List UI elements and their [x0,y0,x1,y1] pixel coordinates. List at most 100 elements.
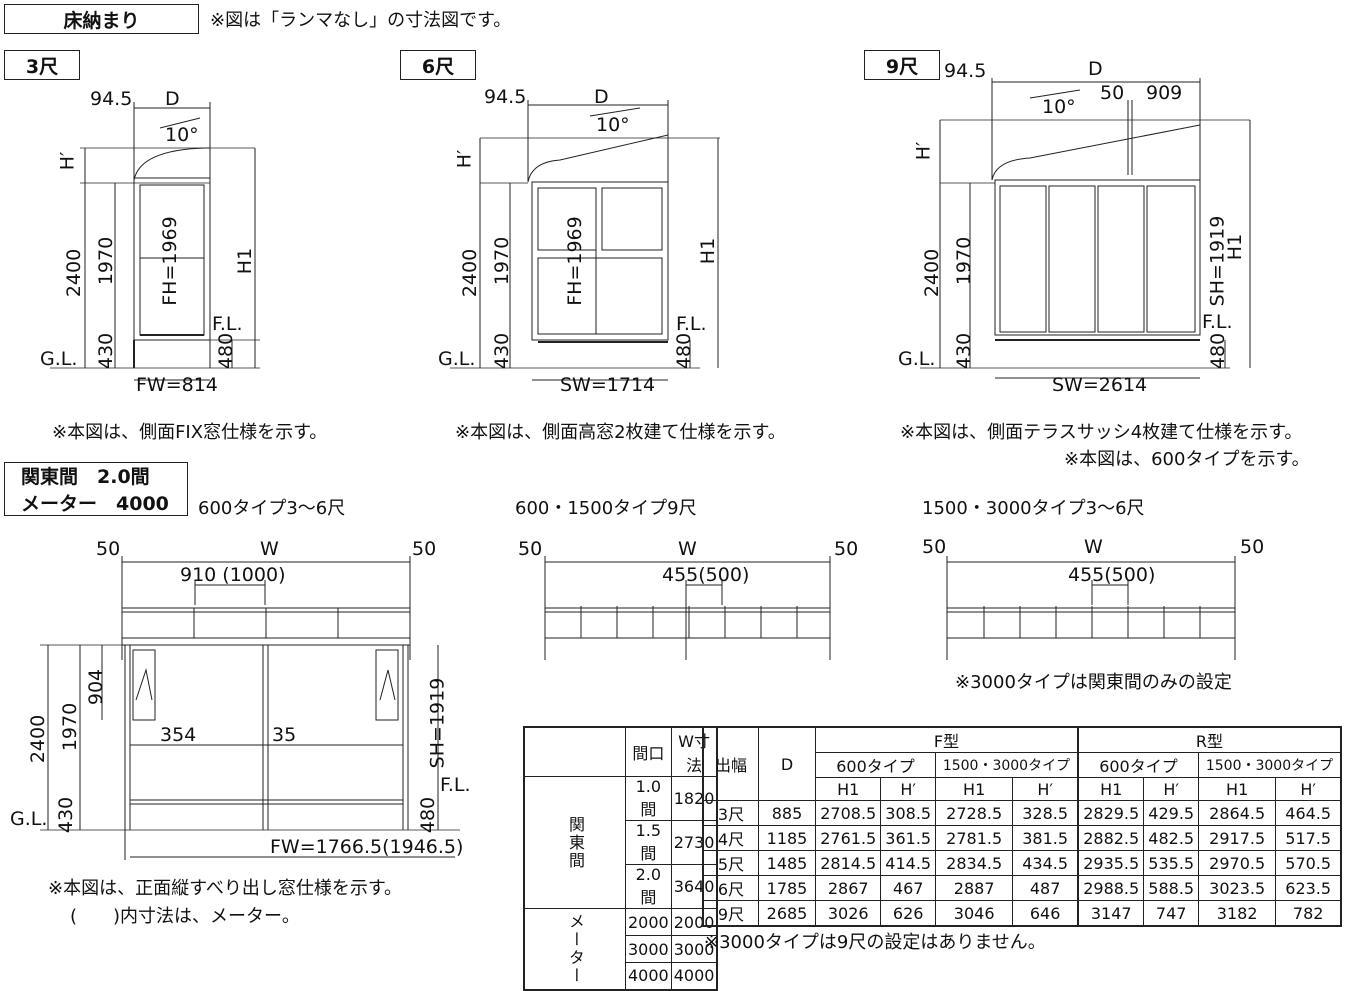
spec-subheader: 1500・3000タイプ [934,752,1079,778]
dim-94-5: 94.5 [944,60,987,82]
dim-1970: 1970 [59,702,82,752]
dim-w: W [260,538,279,560]
label-fl: F.L. [676,313,707,335]
spec-cell: 482.5 [1143,825,1199,851]
dim-909: 909 [1146,82,1183,104]
dim-h-prime: H′ [56,151,79,171]
dim-2400: 2400 [459,248,482,298]
spec-cell: 9尺 [702,900,759,927]
dim-904: 904 [85,668,108,706]
spec-cell: 2882.5 [1076,825,1145,851]
front-box-line2: メーター 4000 [21,493,169,515]
header-note: ※図は「ランマなし」の寸法図です。 [210,10,512,31]
spec-cell: 467 [880,875,936,901]
width-table-cell: 1.5間 [625,820,672,865]
label-gl: G.L. [898,348,936,370]
spec-cell: 2728.5 [934,800,1014,826]
spec-cell: 1185 [758,825,816,851]
dim-1970: 1970 [491,236,514,286]
dim-430: 430 [491,332,514,370]
dim-sh: SH=1919 [1206,215,1229,307]
spec-cell: 3尺 [702,800,759,826]
spec-cell: 328.5 [1012,800,1079,826]
spec-cell: 4尺 [702,825,759,851]
drawing-lines [40,78,1251,860]
dim-fh: FH=1969 [563,216,586,306]
spec-cell: 2864.5 [1197,800,1277,826]
dim-fw: FW=814 [136,374,218,396]
dim-d: D [594,86,609,108]
spec-col-h1: H1 [814,777,882,801]
front-plan-2 [544,556,831,660]
tag-9shaku: 9尺 [864,50,940,80]
dim-94-5: 94.5 [484,86,527,108]
width-table-cell: 4000 [670,962,718,990]
dim-50-left: 50 [96,538,121,560]
dim-50-right: 50 [412,538,437,560]
note-front-1: ※本図は、正面縦すべり出し窓仕様を示す。 [48,878,403,899]
spec-cell: 381.5 [1012,825,1079,851]
dim-pitch: 455(500) [1068,564,1156,586]
spec-cell: 2781.5 [934,825,1014,851]
dim-430: 430 [953,332,976,370]
spec-cell: 646 [1012,900,1079,927]
dim-50-right: 50 [1240,536,1265,558]
dim-50: 50 [1100,82,1125,104]
spec-cell: 2708.5 [814,800,882,826]
spec-cell: 1485 [758,850,816,876]
dim-angle: 10° [1042,96,1076,118]
side-view-3shaku [50,102,260,381]
dim-480: 480 [417,796,440,834]
dim-h-prime: H′ [912,141,935,161]
dim-pitch: 455(500) [662,564,750,586]
dim-430: 430 [95,332,118,370]
spec-cell: 2935.5 [1076,850,1145,876]
spec-cell: 747 [1143,900,1199,927]
note-9shaku: ※本図は、側面テラスサッシ4枚建て仕様を示す。 [900,422,1303,443]
dim-h1: H1 [234,247,257,275]
dim-2400: 2400 [27,714,50,764]
note-3000-type: ※3000タイプは関東間のみの設定 [955,672,1232,693]
spec-cell: 3023.5 [1197,875,1277,901]
spec-cell: 414.5 [880,850,936,876]
spec-cell: 1785 [758,875,816,901]
tag-3shaku: 3尺 [4,50,80,80]
width-table-header: 間口 [625,726,672,777]
spec-cell: 464.5 [1275,800,1342,826]
label-fl: F.L. [212,313,243,335]
label-fl: F.L. [440,774,471,796]
spec-cell: 535.5 [1143,850,1199,876]
spec-table: 出幅 D F型 R型 600タイプ 1500・3000タイプ 600タイプ 15… [702,726,1342,927]
dim-angle: 10° [165,124,199,146]
label-gl: G.L. [438,348,476,370]
spec-cell: 5尺 [702,850,759,876]
dim-sw: SW=2614 [1052,374,1148,396]
spec-cell: 2867 [814,875,882,901]
dim-50-left: 50 [518,538,543,560]
dim-2400: 2400 [63,248,86,298]
spec-header: 出幅 [702,726,759,801]
spec-cell: 2685 [758,900,816,927]
spec-col-hp: H′ [1275,777,1342,801]
dim-h1: H1 [697,237,720,265]
spec-cell: 2887 [934,875,1014,901]
spec-cell: 570.5 [1275,850,1342,876]
dim-sw: SW=1714 [560,374,656,396]
spec-cell: 885 [758,800,816,826]
width-table-group: メーター [523,908,626,990]
front-title-1: 600タイプ3～6尺 [198,498,346,519]
label-fl: F.L. [1202,311,1233,333]
spec-header-f: F型 [814,726,1079,753]
spec-cell: 2829.5 [1076,800,1145,826]
front-elevation [40,644,460,860]
dim-480: 480 [215,332,238,370]
label-gl: G.L. [40,348,78,370]
spec-cell: 2814.5 [814,850,882,876]
spec-subheader: 600タイプ [1076,752,1199,778]
front-plan-3 [946,556,1236,660]
dim-480: 480 [673,332,696,370]
spec-cell: 623.5 [1275,875,1342,901]
